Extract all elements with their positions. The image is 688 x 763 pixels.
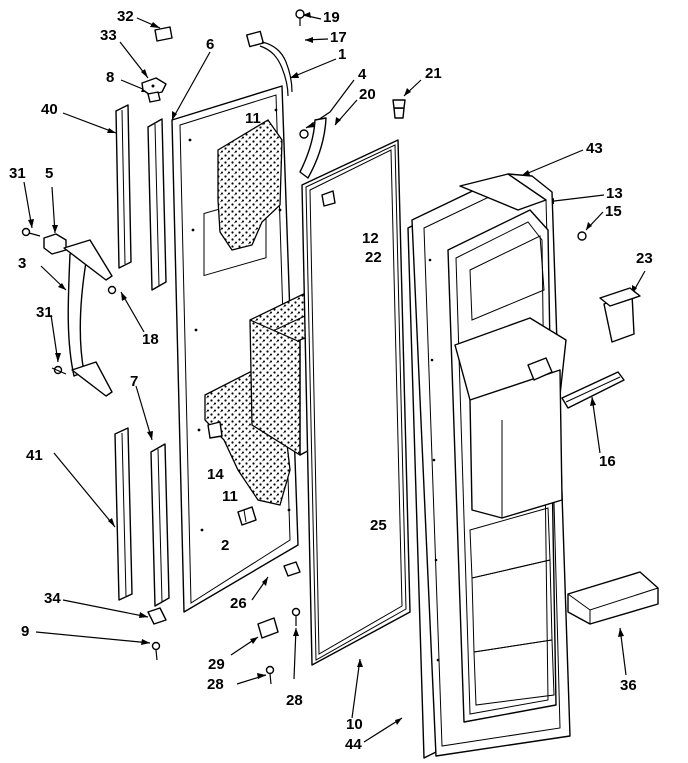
callout-32: 32 [117,8,134,25]
callout-10: 10 [346,716,363,733]
part-23-dispenser-cup [599,287,641,343]
callout-5: 5 [45,165,54,182]
part-11-insulation-upper [217,119,283,251]
callout-22: 22 [365,249,382,266]
callout-13: 13 [606,185,623,202]
callout-17: 17 [330,29,347,46]
part-7-trim-strip [150,443,170,607]
callout-40: 40 [41,101,58,118]
callout-18: 18 [142,331,159,348]
callout-6: 6 [206,36,215,53]
callout-41: 41 [26,447,43,464]
callout-8: 8 [106,69,115,86]
callout-36: 36 [620,677,637,694]
callout-28-right: 28 [286,692,303,709]
callout-4: 4 [358,66,367,83]
part-3-handle [63,239,113,397]
part-4-bumper [299,129,309,139]
part-6-trim-strip [147,118,167,291]
callout-23: 23 [636,250,653,267]
part-33-bracket [141,77,167,96]
callout-31-top: 31 [9,165,26,182]
part-13-panel-top [459,173,547,211]
callout-34: 34 [44,590,61,607]
part-14-clip [207,421,223,439]
part-9-screw [151,641,161,661]
part-40-trim-strip [115,104,132,269]
callout-14: 14 [207,466,224,483]
callout-15: 15 [605,203,622,220]
part-34-bracket [147,607,167,625]
callout-19: 19 [323,9,340,26]
callout-11-lower: 11 [222,488,238,505]
callout-25: 25 [370,517,387,534]
part-10-door-gasket [301,139,411,666]
part-32-label-plate [154,26,173,42]
part-21-plug [392,99,406,119]
callout-44: 44 [345,736,362,753]
callout-33: 33 [100,27,117,44]
part-28-screw-left [265,665,275,685]
callout-28-left: 28 [207,676,224,693]
callout-26: 26 [230,595,247,612]
callout-9: 9 [21,623,30,640]
part-18-screw [107,285,117,295]
part-20-handle-strip [299,117,327,179]
part-15-screw [577,231,587,241]
part-31-screw-bottom [51,365,67,375]
callout-3: 3 [18,255,27,272]
callout-16: 16 [599,453,616,470]
part-19-screw [295,9,305,26]
part-41-trim-strip [114,427,133,601]
callout-7: 7 [130,373,139,390]
part-2-switch [237,506,257,526]
part-5-handle-mount [43,233,67,255]
callout-29: 29 [208,656,225,673]
part-29-hinge-block [257,617,279,639]
part-16-drip-tray [561,371,625,409]
callout-12: 12 [362,230,379,247]
callout-1: 1 [338,46,347,63]
callout-11-upper: 11 [245,110,261,127]
part-31-screw-top [21,227,41,237]
part-26-clip [283,561,301,577]
part-8-clip [147,91,161,103]
part-43-door-liner [411,173,571,757]
callout-20: 20 [359,86,376,103]
callout-2: 2 [221,537,230,554]
callout-31-bottom: 31 [36,304,53,321]
part-36-door-bin [567,571,659,625]
part-28-screw-right [291,607,301,626]
callout-43: 43 [586,140,603,157]
callout-21: 21 [425,65,442,82]
part-12-clip [321,190,336,207]
part-17-wire-harness [245,30,293,97]
